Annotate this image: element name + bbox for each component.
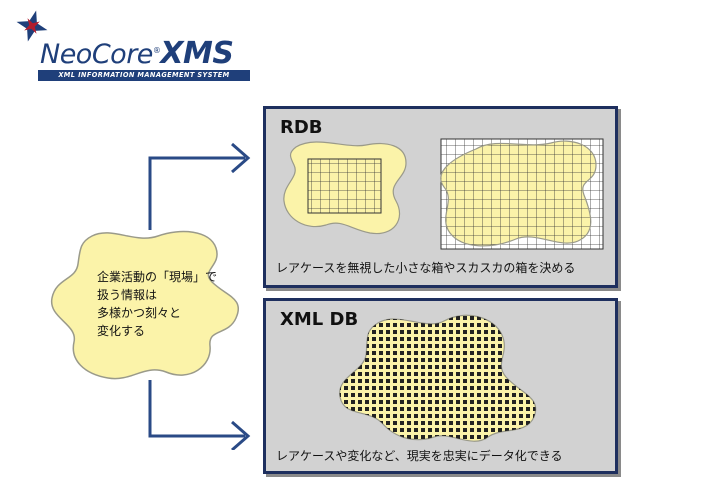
blob-line: 扱う情報は [97, 288, 158, 302]
blob-line: 多様かつ刻々と [97, 306, 182, 320]
neocore-logo: NeoCore®XMS XML INFORMATION MANAGEMENT S… [10, 6, 250, 86]
source-blob [51, 230, 239, 380]
rdb-illustration [283, 138, 604, 250]
xml-db-title: XML DB [280, 309, 359, 330]
rdb-caption: レアケースを無視した小さな箱やスカスカの箱を決める [276, 261, 576, 275]
logo-wordmark: NeoCore®XMS [40, 36, 234, 71]
xml-db-caption: レアケースや変化など、現実を忠実にデータ化できる [276, 449, 563, 463]
arrow-to-rdb-head [231, 142, 251, 174]
xml-db-illustration [339, 314, 537, 442]
rdb-title: RDB [280, 117, 323, 138]
source-blob-text: 企業活動の「現場」で 扱う情報は 多様かつ刻々と 変化する [97, 268, 257, 340]
arrow-to-rdb [148, 156, 245, 230]
star-logo-icon [16, 10, 48, 42]
arrow-to-xml [148, 380, 245, 438]
rdb-panel: RDB レアケースを無視した小さな箱やスカスカの箱を決める [263, 106, 618, 288]
logo-product: XMS [160, 36, 234, 71]
arrow-to-xml-head [231, 420, 251, 450]
xml-db-panel: XML DB レアケースや変化など、現実を忠実にデータ化できる [263, 298, 618, 474]
blob-line: 変化する [97, 324, 146, 338]
blob-line: 企業活動の「現場」で [97, 270, 218, 284]
logo-name: NeoCore [40, 39, 153, 70]
connector-arrows [148, 142, 251, 450]
logo-tagline: XML INFORMATION MANAGEMENT SYSTEM [38, 70, 250, 81]
rdb-small-grid [307, 158, 382, 214]
